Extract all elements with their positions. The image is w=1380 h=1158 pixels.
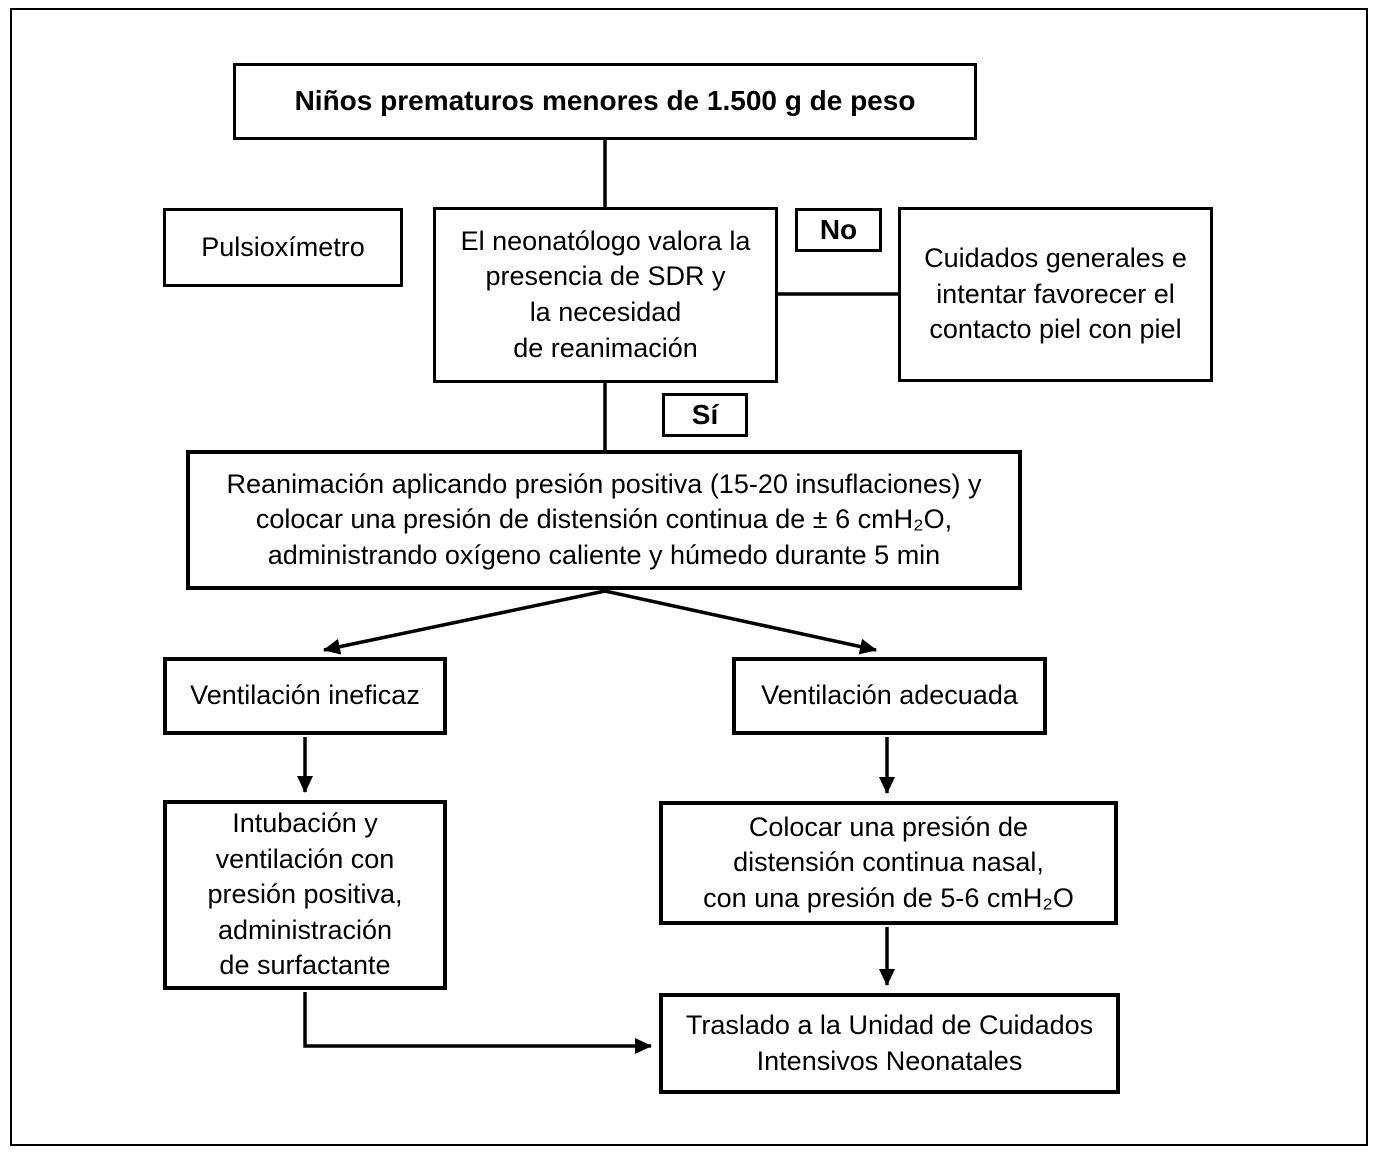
ineffective-ventilation-box: Ventilación ineficaz (163, 657, 447, 735)
outer-border (10, 8, 1368, 1146)
adequate-ventilation-box: Ventilación adecuada (732, 657, 1047, 735)
assessment-box: El neonatólogo valora la presencia de SD… (433, 207, 778, 383)
arrow-intubation-to-nicu-elbow (303, 992, 652, 1054)
title-box: Niños prematuros menores de 1.500 g de p… (233, 63, 977, 140)
pulse-oximeter-box: Pulsioxímetro (163, 208, 403, 287)
arrow-resuscitation-to-ineffective (323, 589, 606, 655)
yes-label-box: Sí (662, 393, 748, 437)
arrow-resuscitation-to-adequate (604, 589, 877, 655)
nasal-cpap-box: Colocar una presión de distensión contin… (659, 801, 1118, 925)
intubation-box: Intubación y ventilación con presión pos… (163, 800, 447, 990)
general-care-box: Cuidados generales e intentar favorecer … (898, 207, 1213, 382)
resuscitation-box: Reanimación aplicando presión positiva (… (186, 450, 1022, 590)
no-label-box: No (795, 208, 882, 252)
nicu-transfer-box: Traslado a la Unidad de Cuidados Intensi… (659, 993, 1120, 1094)
